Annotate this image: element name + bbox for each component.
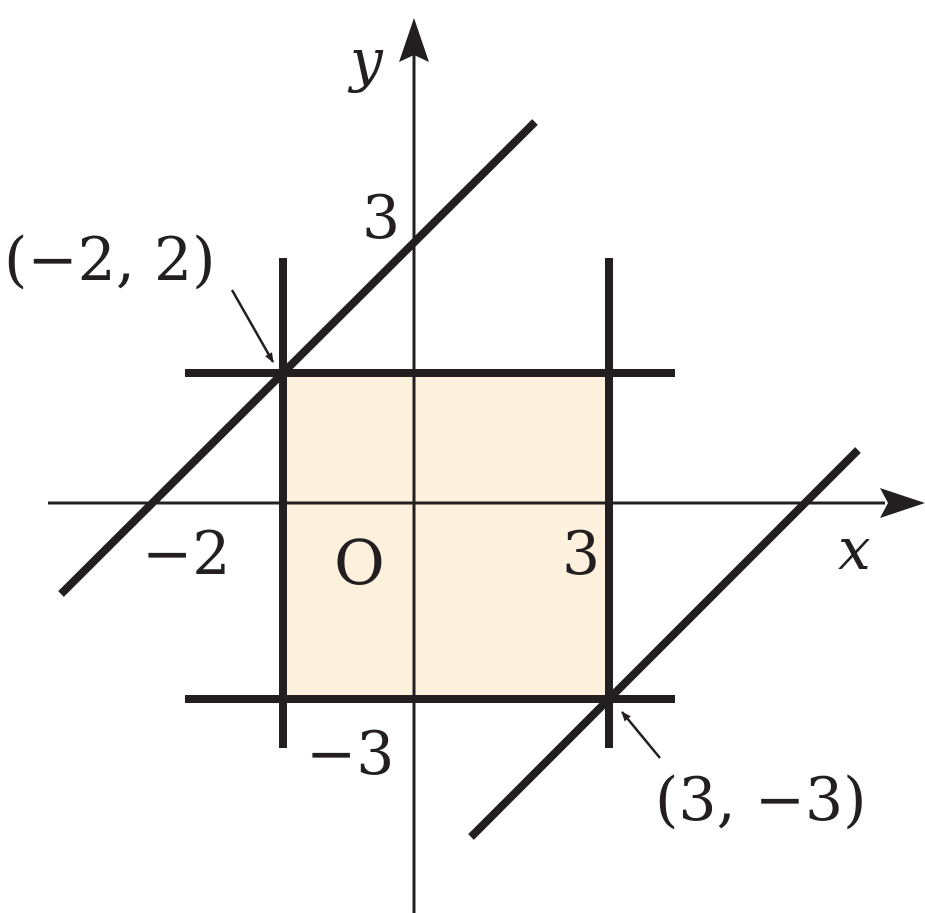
tick-label-x-3: 3: [562, 519, 600, 589]
pointer-arrow-lower-right: [621, 711, 661, 759]
tick-label-x-neg2: −2: [142, 519, 230, 589]
lower-diagonal-line: [468, 447, 861, 840]
tick-label-y-3: 3: [362, 183, 400, 253]
x-axis-arrowhead: [880, 488, 925, 518]
y-axis-label: y: [347, 26, 384, 94]
pointer-arrow-upper-left: [230, 289, 275, 363]
origin-label: O: [334, 526, 385, 599]
point-label-lower-right: (3, −3): [655, 765, 867, 835]
y-axis-arrowhead: [399, 18, 429, 62]
tick-label-y-neg3: −3: [306, 719, 394, 789]
shaded-region: [283, 373, 609, 699]
upper-diagonal-line: [58, 119, 538, 597]
x-axis-label: x: [838, 515, 871, 583]
point-label-upper-left: (−2, 2): [4, 225, 216, 295]
